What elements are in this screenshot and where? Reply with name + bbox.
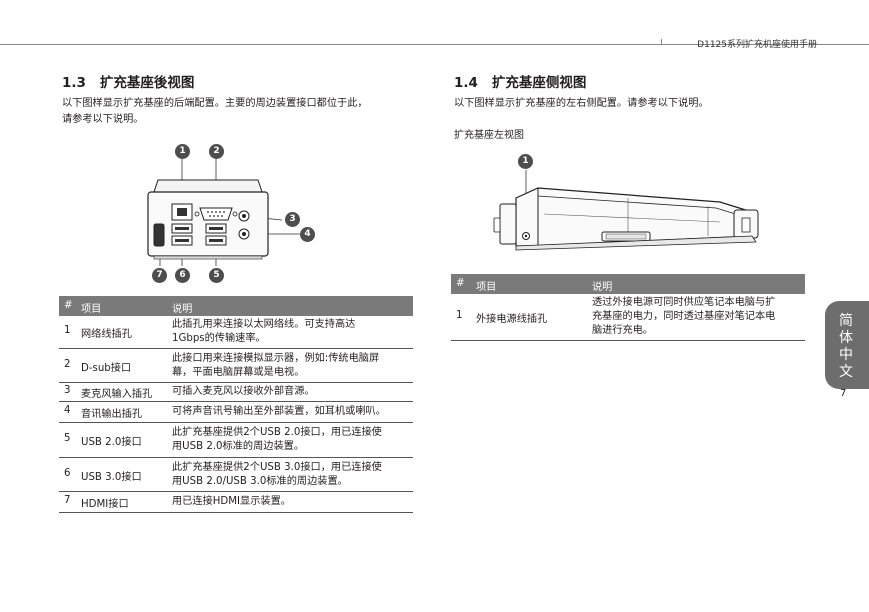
- row-item: USB 3.0接口: [81, 472, 142, 483]
- row-desc: 用已连接HDMI显示装置。: [172, 496, 291, 507]
- section-title-side: 1.4 扩充基座侧视图: [454, 71, 586, 91]
- row-desc: 此扩充基座提供2个USB 3.0接口，用已连接使用USB 2.0/USB 3.0…: [172, 462, 382, 487]
- row-desc: 可将声音讯号输出至外部装置，如耳机或喇叭。: [172, 406, 386, 417]
- header-num: #: [456, 278, 465, 289]
- section-number: 1.3: [62, 75, 86, 91]
- section-heading: 扩充基座侧视图: [491, 75, 587, 91]
- side-ports-table: # 项目 说明 1 外接电源线插孔 透过外接电源可同时供应笔记本电脑与扩充基座的…: [451, 274, 805, 341]
- callout-5: 5: [209, 268, 224, 283]
- callout-6: 6: [175, 268, 190, 283]
- row-desc: 透过外接电源可同时供应笔记本电脑与扩充基座的电力，同时透过基座对笔记本电脑进行充…: [592, 297, 776, 336]
- table-header: # 项目 说明: [451, 274, 805, 294]
- table-header: # 项目 说明: [59, 296, 413, 316]
- header-tick: [661, 39, 662, 45]
- rear-intro-line: 以下图样显示扩充基座的后端配置。主要的周边装置接口都位于此，: [62, 98, 368, 109]
- header-num: #: [64, 300, 73, 311]
- table-row: 3 麦克风输入插孔 可插入麦克风以接收外部音源。: [59, 383, 413, 402]
- section-title-rear: 1.3 扩充基座後视图: [62, 71, 194, 91]
- row-desc: 此接口用来连接模拟显示器，例如:传统电脑屏幕，平面电脑屏幕或是电视。: [172, 353, 380, 378]
- row-item: 音讯输出插孔: [81, 409, 143, 420]
- rear-intro: 以下图样显示扩充基座的后端配置。主要的周边装置接口都位于此， 请参考以下说明。: [62, 96, 368, 128]
- left-view-caption: 扩充基座左视图: [454, 130, 524, 141]
- callout-1-side: 1: [518, 154, 533, 169]
- dock-side-illustration: [493, 170, 759, 251]
- manual-title: D1125系列扩充机座使用手册: [697, 40, 817, 50]
- table-row: 4 音讯输出插孔 可将声音讯号输出至外部装置，如耳机或喇叭。: [59, 402, 413, 423]
- header-item: 项目: [81, 304, 102, 315]
- row-desc: 可插入麦克风以接收外部音源。: [172, 386, 315, 397]
- header-desc: 说明: [592, 282, 613, 293]
- callout-7: 7: [152, 268, 167, 283]
- row-num: 5: [64, 433, 71, 444]
- language-tab-label: 简 体 中 文: [839, 313, 853, 380]
- row-item: HDMI接口: [81, 499, 129, 510]
- row-num: 6: [64, 468, 71, 479]
- row-num: 1: [64, 325, 71, 336]
- section-number: 1.4: [454, 75, 478, 91]
- row-item: 网络线插孔: [81, 329, 132, 340]
- language-tab: [825, 301, 869, 389]
- callout-1: 1: [175, 144, 190, 159]
- row-desc: 此扩充基座提供2个USB 2.0接口，用已连接使用USB 2.0标准的周边装置。: [172, 427, 382, 452]
- row-num: 7: [64, 495, 71, 506]
- header-item: 项目: [476, 282, 497, 293]
- dock-rear-illustration: [147, 158, 300, 266]
- side-intro: 以下图样显示扩充基座的左右侧配置。请参考以下说明。: [454, 98, 709, 109]
- page-number: 7: [840, 388, 847, 399]
- callout-3: 3: [285, 212, 300, 227]
- row-num: 1: [456, 310, 463, 321]
- rear-intro-line: 请参考以下说明。: [62, 114, 144, 125]
- table-row: 7 HDMI接口 用已连接HDMI显示装置。: [59, 492, 413, 513]
- table-row: 6 USB 3.0接口 此扩充基座提供2个USB 3.0接口，用已连接使用USB…: [59, 458, 413, 492]
- table-row: 1 外接电源线插孔 透过外接电源可同时供应笔记本电脑与扩充基座的电力，同时透过基…: [451, 294, 805, 341]
- row-item: 外接电源线插孔: [476, 314, 548, 325]
- callout-4: 4: [300, 227, 315, 242]
- row-item: 麦克风输入插孔: [81, 389, 153, 400]
- header-rule: [0, 44, 869, 45]
- table-row: 2 D-sub接口 此接口用来连接模拟显示器，例如:传统电脑屏幕，平面电脑屏幕或…: [59, 349, 413, 383]
- callout-2: 2: [209, 144, 224, 159]
- row-item: USB 2.0接口: [81, 437, 142, 448]
- row-num: 4: [64, 405, 71, 416]
- row-num: 3: [64, 385, 71, 396]
- header-desc: 说明: [172, 304, 193, 315]
- table-row: 5 USB 2.0接口 此扩充基座提供2个USB 2.0接口，用已连接使用USB…: [59, 423, 413, 458]
- section-heading: 扩充基座後视图: [99, 75, 195, 91]
- row-num: 2: [64, 359, 71, 370]
- row-item: D-sub接口: [81, 363, 132, 374]
